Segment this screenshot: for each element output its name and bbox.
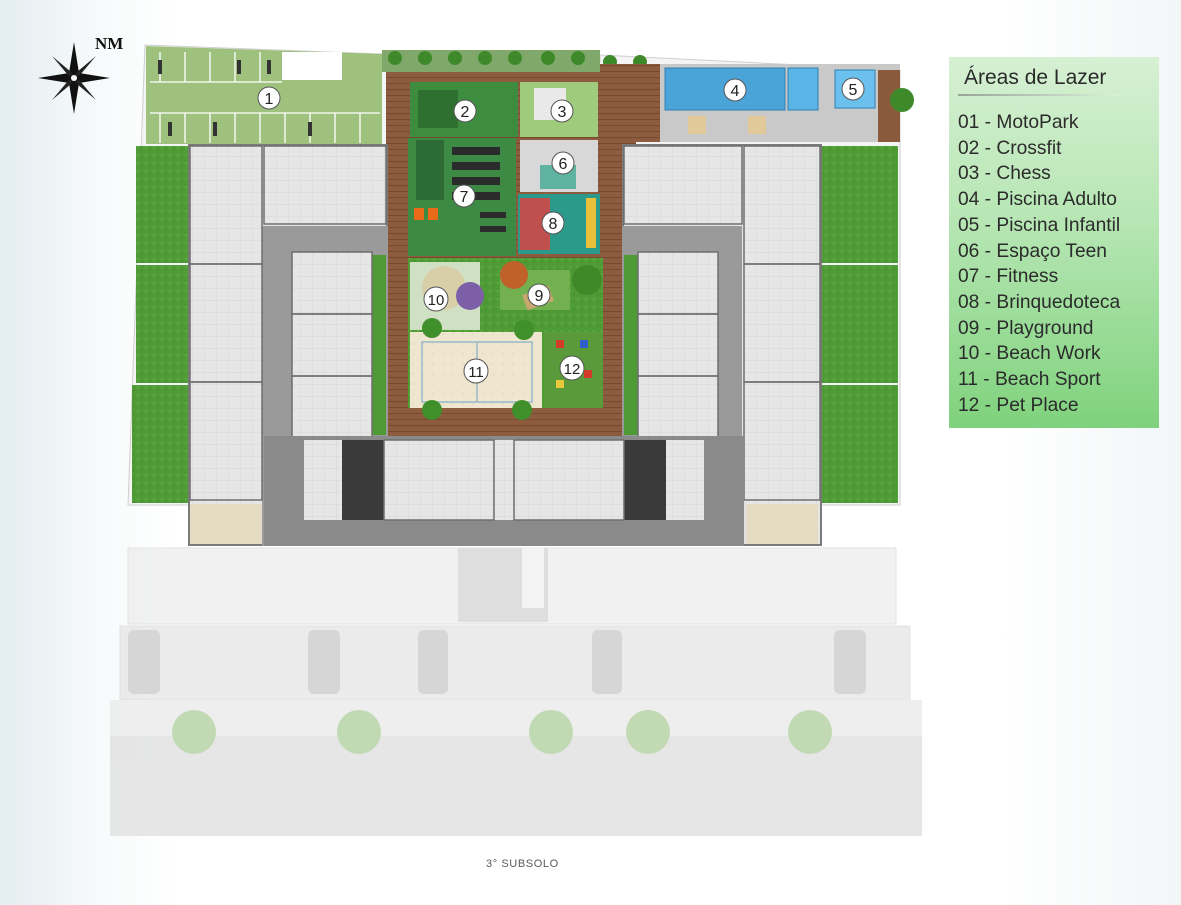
lawn-left-3: [132, 385, 190, 503]
area-marker-6: 6: [551, 151, 575, 175]
svg-text:1: 1: [265, 91, 274, 108]
legend-item-brinquedoteca: 08 - Brinquedoteca: [958, 291, 1121, 313]
area-marker-8: 8: [541, 211, 565, 235]
lawn-right-1: [820, 146, 898, 263]
compass-label: NM: [95, 34, 123, 53]
legend-item-pet-place: 12 - Pet Place: [958, 394, 1079, 416]
svg-text:6: 6: [559, 156, 568, 173]
svg-text:7: 7: [460, 189, 469, 206]
legend-list: 01 - MotoPark 02 - Crossfit 03 - Chess 0…: [958, 110, 1159, 418]
area-marker-2: 2: [453, 99, 477, 123]
street-area: [110, 547, 922, 836]
area-marker-10: 10: [423, 286, 449, 312]
area-marker-7: 7: [452, 184, 476, 208]
compass-rose-icon: [38, 42, 110, 114]
lawn-right-3: [820, 385, 898, 503]
legend-item-chess: 03 - Chess: [958, 163, 1051, 185]
area-marker-9: 9: [527, 283, 551, 307]
legend-title: Áreas de Lazer: [964, 66, 1107, 89]
area-marker-1: 1: [257, 86, 281, 110]
svg-text:12: 12: [564, 361, 581, 378]
svg-text:2: 2: [461, 104, 470, 121]
legend-item-beach-work: 10 - Beach Work: [958, 343, 1101, 365]
motopark-area: [146, 46, 382, 144]
area-marker-4: 4: [723, 78, 747, 102]
area-marker-5: 5: [841, 77, 865, 101]
legend-item-piscina-adulto: 04 - Piscina Adulto: [958, 189, 1117, 211]
legend-item-piscina-infantil: 05 - Piscina Infantil: [958, 214, 1121, 236]
legend-item-beach-sport: 11 - Beach Sport: [958, 369, 1101, 391]
lawn-right-2: [820, 265, 898, 383]
legend-item-motopark: 01 - MotoPark: [958, 112, 1079, 133]
area-marker-12: 12: [559, 355, 585, 381]
lawn-left-1: [136, 146, 190, 263]
svg-text:4: 4: [731, 83, 740, 100]
legend-divider: [958, 94, 1118, 96]
svg-text:9: 9: [535, 288, 544, 305]
floor-caption: 3° SUBSOLO: [486, 858, 559, 870]
area-marker-11: 11: [463, 358, 489, 384]
svg-text:10: 10: [428, 292, 445, 309]
lawn-left-2: [136, 265, 190, 383]
svg-text:3: 3: [558, 104, 567, 121]
svg-text:11: 11: [468, 364, 484, 381]
legend-item-playground: 09 - Playground: [958, 317, 1094, 339]
area-marker-3: 3: [550, 99, 574, 123]
legend-item-crossfit: 02 - Crossfit: [958, 137, 1062, 159]
legend-item-fitness: 07 - Fitness: [958, 266, 1059, 288]
legend-panel: Áreas de Lazer 01 - MotoPark 02 - Crossf…: [949, 57, 1159, 428]
svg-text:5: 5: [849, 82, 858, 99]
legend-item-espaco-teen: 06 - Espaço Teen: [958, 240, 1107, 262]
building-bottom: [190, 436, 818, 546]
svg-text:8: 8: [549, 216, 558, 233]
